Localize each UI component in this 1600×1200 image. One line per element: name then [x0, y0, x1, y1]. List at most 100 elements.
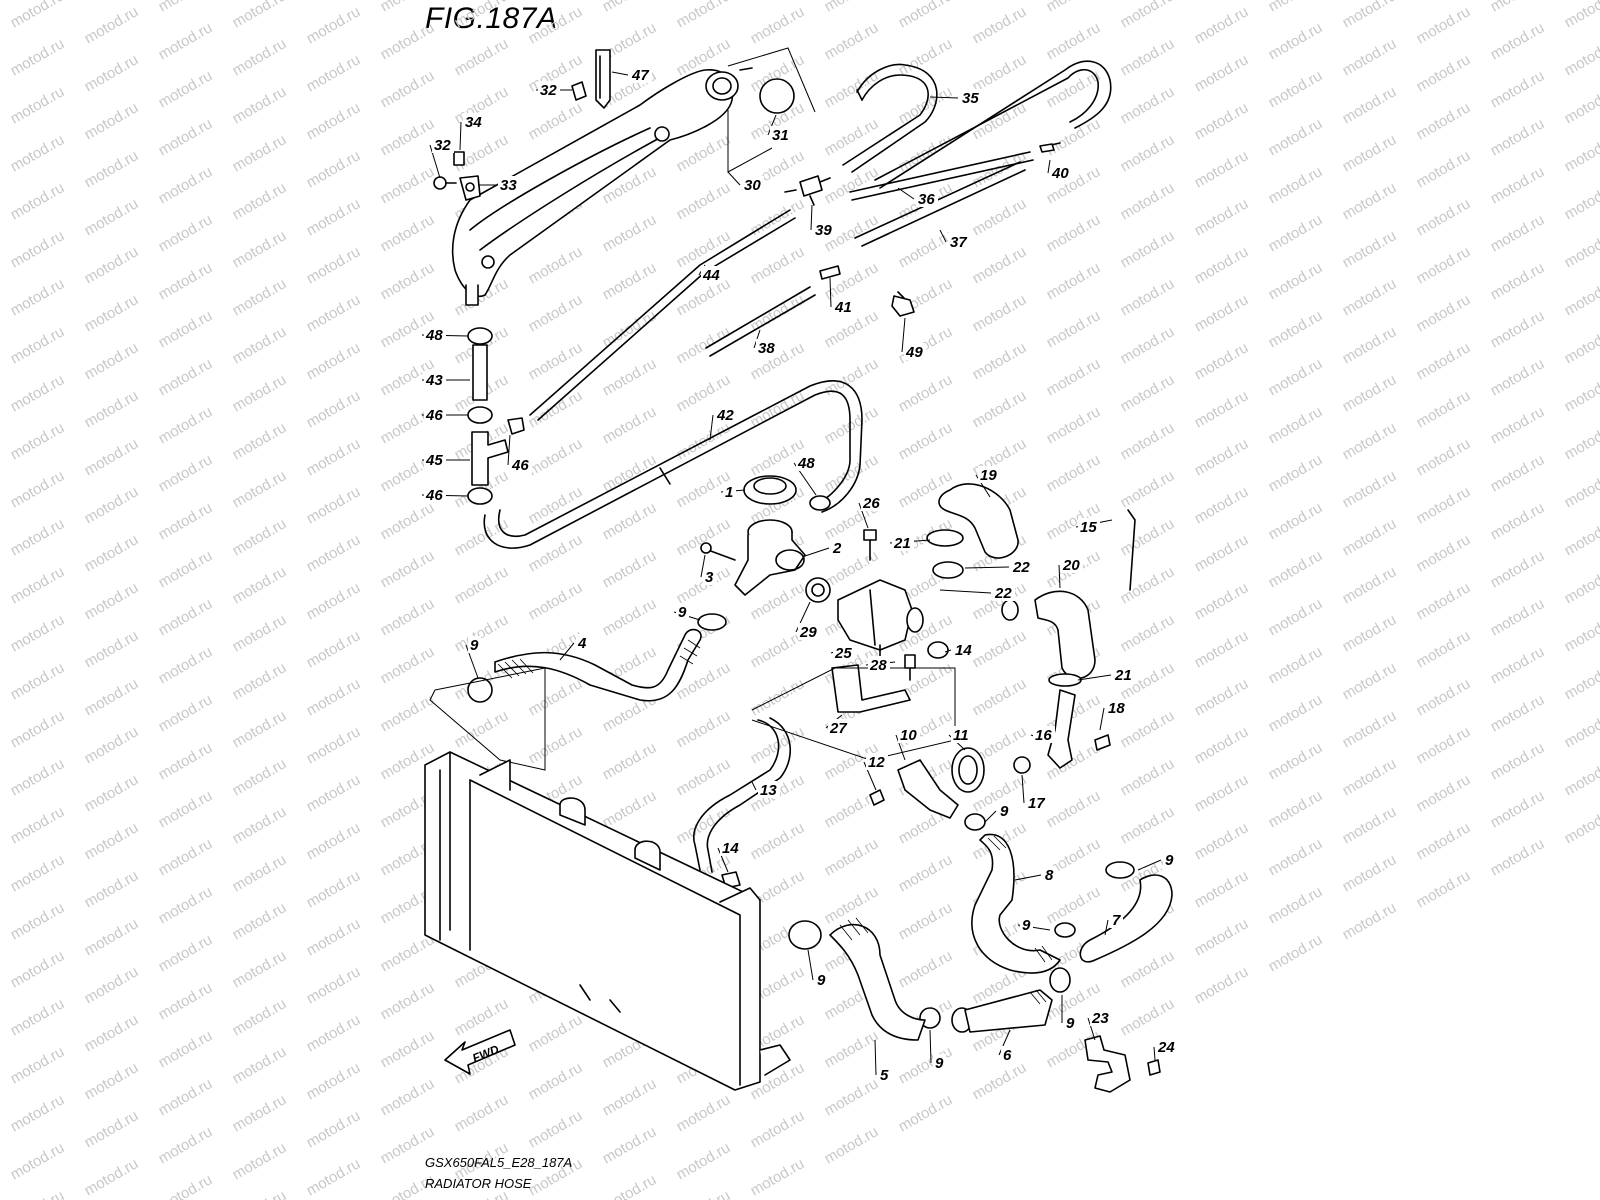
watermark-text: motod.ru	[822, 1123, 882, 1167]
callout-leader-c41	[829, 277, 832, 308]
callout-bg-c46c	[424, 486, 446, 503]
watermark-text: motod.ru	[156, 403, 216, 447]
watermark-text: motod.ru	[230, 947, 290, 991]
callout-leader-c24	[1153, 1046, 1156, 1061]
watermark-text: motod.ru	[304, 867, 364, 911]
overflow-hose-35	[842, 60, 1112, 189]
tank-bolts	[433, 81, 587, 201]
watermark-text: motod.ru	[822, 0, 882, 15]
callout-leader-c2	[804, 547, 830, 557]
callout-bg-c9h	[1064, 1014, 1077, 1031]
watermark-text: motod.ru	[674, 1139, 734, 1183]
callout-bg-c4	[576, 634, 589, 651]
callout-bg-c31	[770, 126, 792, 143]
watermark-text: motod.ru	[1192, 99, 1252, 143]
watermark-text: motod.ru	[230, 275, 290, 319]
callout-leader-c13	[751, 781, 757, 791]
watermark-text: motod.ru	[600, 403, 660, 447]
callout-leader-c9e	[1137, 859, 1162, 871]
watermark-text: motod.ru	[822, 1027, 882, 1071]
watermark-text: motod.ru	[378, 643, 438, 687]
watermark-text: motod.ru	[748, 819, 808, 863]
reservoir-cap	[759, 78, 795, 114]
watermark-text: motod.ru	[526, 99, 586, 143]
watermark-text: motod.ru	[8, 947, 68, 991]
hose-clip-49	[891, 291, 915, 317]
watermark-text: motod.ru	[896, 35, 956, 79]
watermark-text: motod.ru	[8, 83, 68, 127]
hose-42	[483, 380, 863, 549]
callout-bg-c49	[904, 343, 926, 360]
callout-c39: 39	[815, 222, 832, 239]
callout-leader-c36	[897, 187, 915, 200]
callout-c9g: 9	[935, 1055, 944, 1072]
callout-leader-c35	[929, 96, 959, 99]
watermark-text: motod.ru	[8, 1091, 68, 1135]
callout-bg-c48a	[424, 326, 446, 343]
hose-4	[429, 613, 727, 771]
watermark-text: motod.ru	[1488, 163, 1548, 207]
watermark-text: motod.ru	[748, 1155, 808, 1199]
watermark-text: motod.ru	[8, 275, 68, 319]
callout-bg-c14b	[720, 839, 742, 856]
watermark-text: motod.ru	[1192, 195, 1252, 239]
watermark-text: motod.ru	[8, 131, 68, 175]
callout-bg-c39	[813, 221, 835, 238]
watermark-text: motod.ru	[1118, 515, 1178, 559]
callout-leader-c40	[1047, 159, 1051, 174]
watermark-text: motod.ru	[378, 931, 438, 975]
watermark-text: motod.ru	[82, 1059, 142, 1103]
callout-c49: 49	[905, 344, 923, 361]
watermark-text: motod.ru	[1118, 323, 1178, 367]
callout-leader-c26	[858, 502, 869, 529]
watermark-text: motod.ru	[1192, 3, 1252, 47]
callout-bg-c32b	[432, 136, 454, 153]
callout-bg-c48b	[796, 454, 818, 471]
watermark-text: motod.ru	[1266, 595, 1326, 639]
watermark-text: motod.ru	[1340, 131, 1400, 175]
callout-c44: 44	[702, 267, 720, 284]
callout-c14a: 14	[955, 642, 972, 659]
callout-leader-c6	[998, 1029, 1011, 1056]
callout-bg-c25	[833, 644, 855, 661]
watermark-text: motod.ru	[1044, 355, 1104, 399]
watermark-text: motod.ru	[1044, 0, 1104, 15]
watermark-text: motod.ru	[1118, 179, 1178, 223]
callout-leader-c30	[727, 171, 741, 186]
callout-leader-c22a	[964, 566, 1010, 569]
callout-c9h: 9	[1066, 1015, 1075, 1032]
watermark-text: motod.ru	[1562, 0, 1600, 31]
watermark-text: motod.ru	[230, 323, 290, 367]
watermark-text: motod.ru	[526, 435, 586, 479]
callout-c9e: 9	[1165, 852, 1174, 869]
callout-leader-c4	[559, 642, 575, 661]
watermark-text: motod.ru	[1340, 275, 1400, 319]
watermark-text: motod.ru	[82, 819, 142, 863]
watermark-text: motod.ru	[156, 1171, 216, 1200]
watermark-text: motod.ru	[1044, 403, 1104, 447]
callout-bg-c8	[1043, 866, 1056, 883]
callout-bg-c26	[861, 494, 883, 511]
radiator-cap-1	[743, 475, 831, 511]
watermark-text: motod.ru	[1266, 67, 1326, 111]
watermark-text: motod.ru	[1266, 643, 1326, 687]
watermark-text: motod.ru	[82, 435, 142, 479]
watermark-text: motod.ru	[970, 243, 1030, 287]
callout-bg-c36	[916, 190, 938, 207]
watermark-text: motod.ru	[1340, 179, 1400, 223]
watermark-text: motod.ru	[1340, 899, 1400, 943]
watermark-text: motod.ru	[748, 723, 808, 767]
callout-c32b: 32	[434, 137, 451, 154]
watermark-text: motod.ru	[156, 931, 216, 975]
watermark-text: motod.ru	[1340, 83, 1400, 127]
watermark-text: motod.ru	[600, 211, 660, 255]
watermark-text: motod.ru	[1414, 675, 1474, 719]
watermark-text: motod.ru	[1192, 483, 1252, 527]
watermark-text: motod.ru	[156, 67, 216, 111]
callout-leader-c9g	[929, 1029, 932, 1064]
watermark-text: motod.ru	[822, 115, 882, 159]
hose-joints	[784, 143, 1055, 280]
watermark-text: motod.ru	[230, 515, 290, 559]
hose-6	[951, 989, 1053, 1033]
